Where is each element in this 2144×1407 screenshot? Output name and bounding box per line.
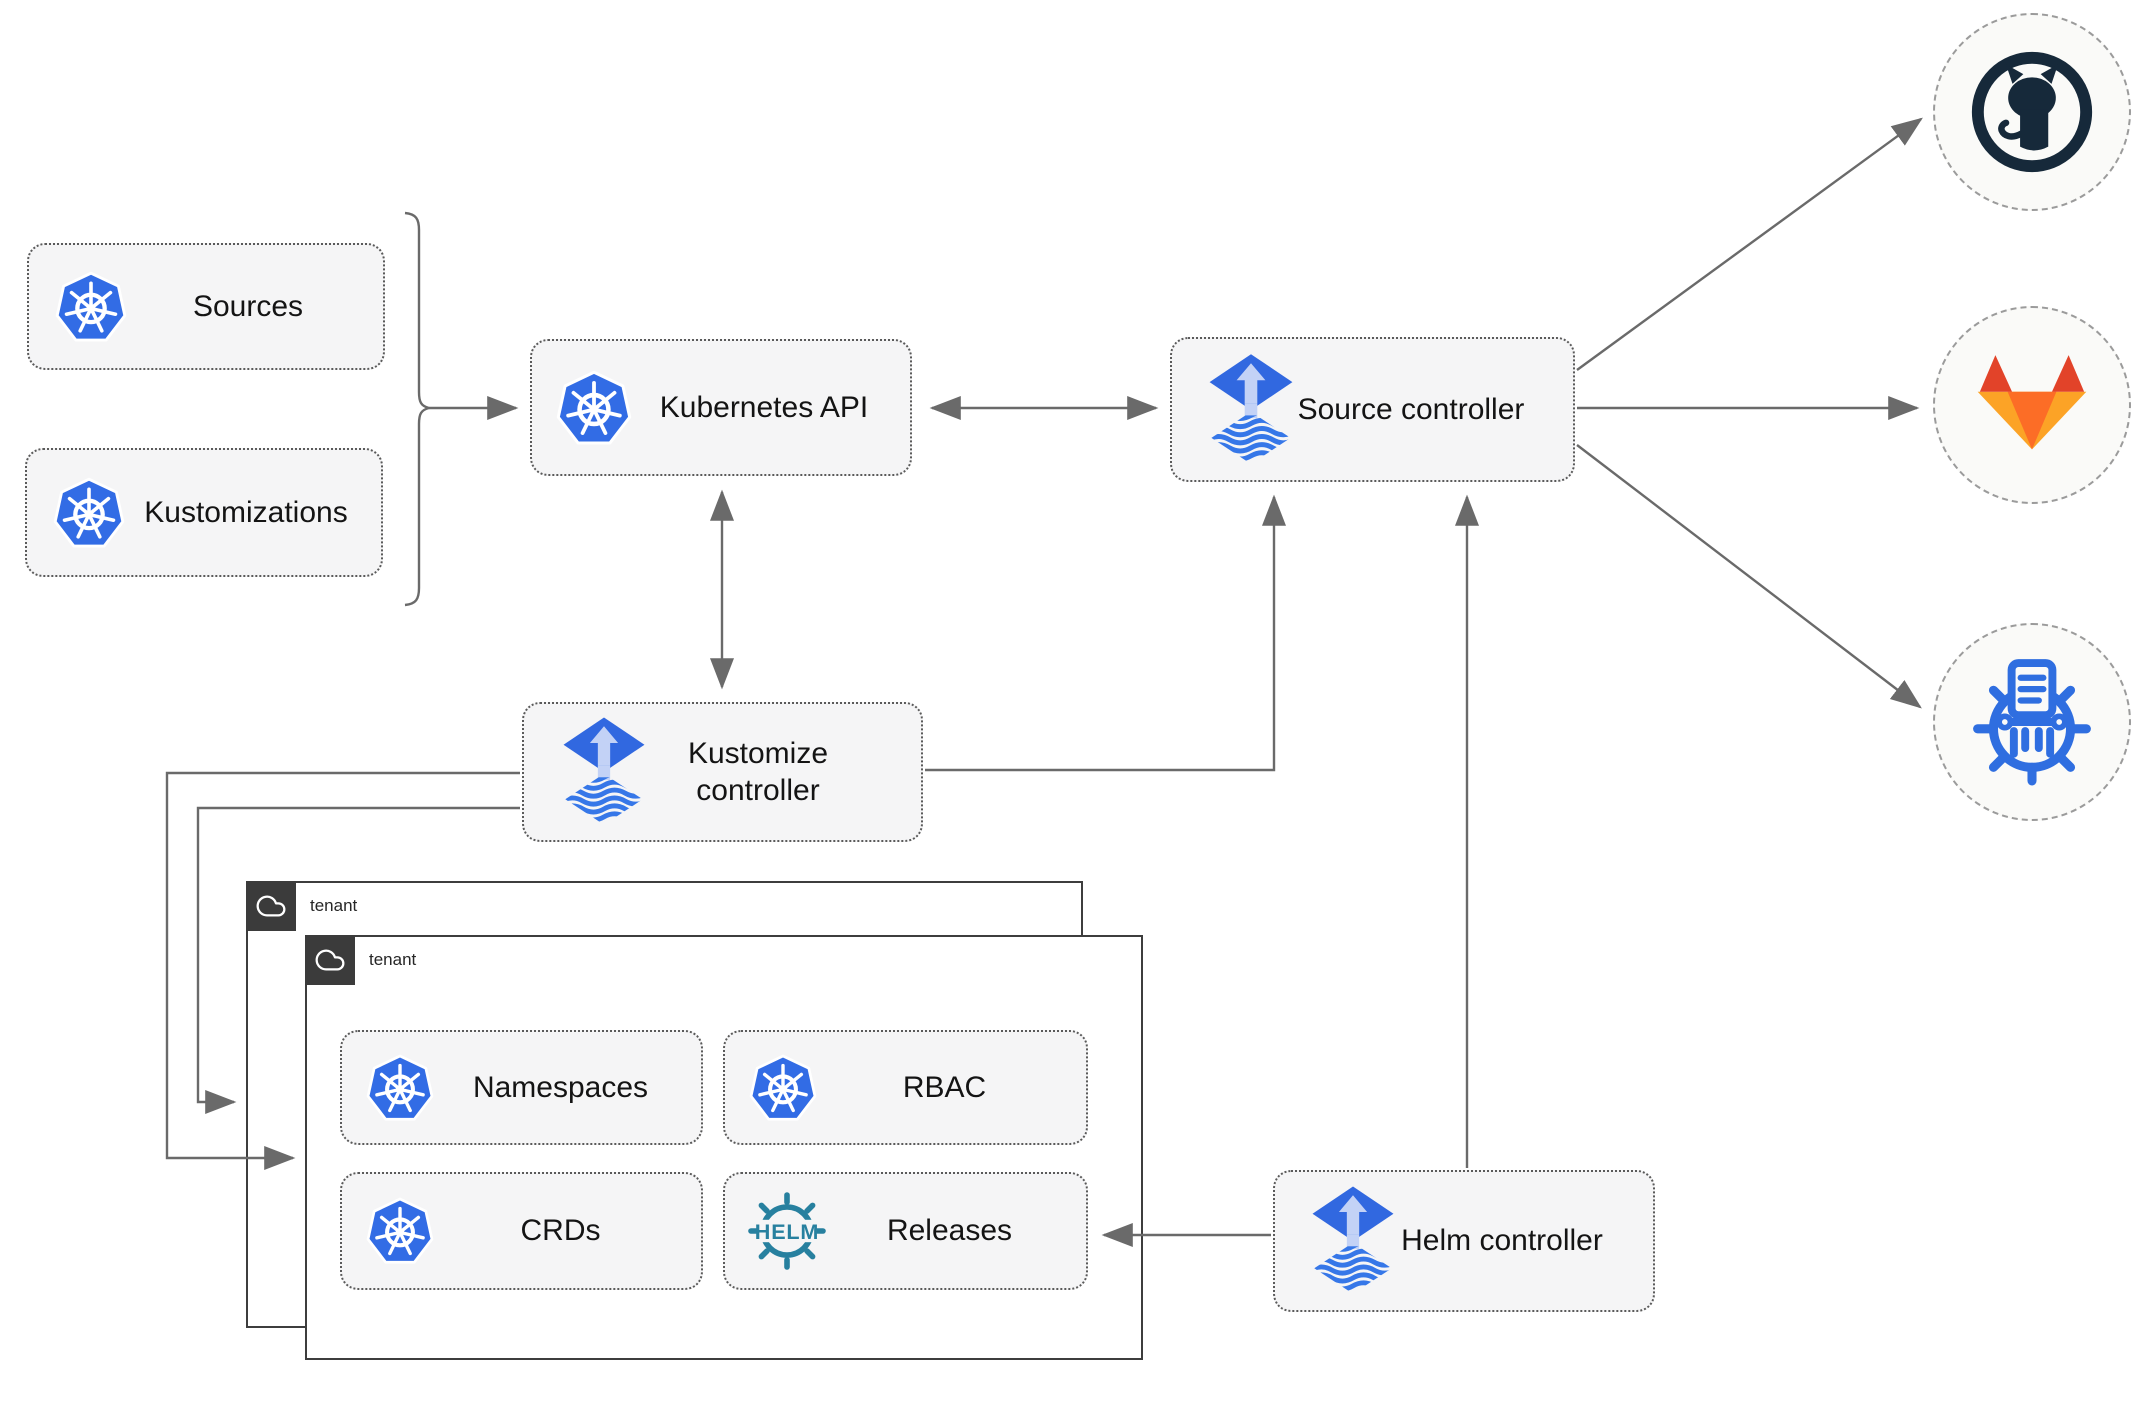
flux-icon <box>560 717 648 827</box>
tenant-group-inner: tenant <box>304 934 1143 1360</box>
node-helm-controller: Helm controller <box>1273 1170 1655 1312</box>
node-kubernetes-api-label: Kubernetes API <box>659 390 869 424</box>
kubernetes-icon <box>556 370 632 446</box>
node-releases-label: Releases <box>886 1214 1013 1248</box>
endpoint-gitlab <box>1933 306 2131 504</box>
group-brace <box>404 211 430 607</box>
github-icon <box>1967 47 2097 177</box>
node-rbac: RBAC <box>723 1030 1088 1145</box>
tenant-tag <box>304 934 355 985</box>
arrow-source-controller-to-helm-repository <box>1576 444 1922 709</box>
tenant-tag <box>245 880 296 931</box>
node-kubernetes-api: Kubernetes API <box>530 339 912 476</box>
arrow-source-controller-to-github <box>1576 117 1923 371</box>
node-releases: Releases <box>723 1172 1088 1290</box>
kubernetes-icon <box>366 1054 434 1122</box>
node-source-controller: Source controller <box>1170 337 1575 482</box>
kubernetes-icon <box>749 1054 817 1122</box>
node-rbac-label: RBAC <box>902 1070 987 1104</box>
node-crds-label: CRDs <box>520 1214 601 1248</box>
node-sources: Sources <box>27 243 385 370</box>
helm-icon <box>747 1191 827 1271</box>
node-kustomizations: Kustomizations <box>25 448 383 577</box>
endpoint-helm-repository <box>1933 623 2131 821</box>
arrow-kustomize-controller-to-source-controller <box>925 494 1286 772</box>
chartmuseum-icon <box>1964 654 2100 790</box>
node-kustomize-controller-label: Kustomize controller <box>687 736 829 808</box>
tenant-group-label: tenant <box>369 950 417 969</box>
gitlab-icon <box>1971 349 2093 461</box>
kubernetes-icon <box>53 477 125 549</box>
node-sources-label: Sources <box>192 289 304 323</box>
flux-icon <box>1206 354 1296 466</box>
node-namespaces: Namespaces <box>340 1030 703 1145</box>
node-kustomizations-label: Kustomizations <box>144 495 348 529</box>
flux-icon <box>1309 1186 1397 1296</box>
cloud-icon <box>255 890 287 922</box>
cloud-icon <box>314 944 346 976</box>
tenant-group-label: tenant <box>310 896 358 915</box>
kubernetes-icon <box>55 271 127 343</box>
node-crds: CRDs <box>340 1172 703 1290</box>
node-namespaces-label: Namespaces <box>472 1070 649 1104</box>
kubernetes-icon <box>366 1197 434 1265</box>
node-kustomize-controller: Kustomize controller <box>522 702 923 842</box>
node-source-controller-label: Source controller <box>1297 392 1525 426</box>
endpoint-github <box>1933 13 2131 211</box>
node-helm-controller-label: Helm controller <box>1401 1224 1603 1258</box>
